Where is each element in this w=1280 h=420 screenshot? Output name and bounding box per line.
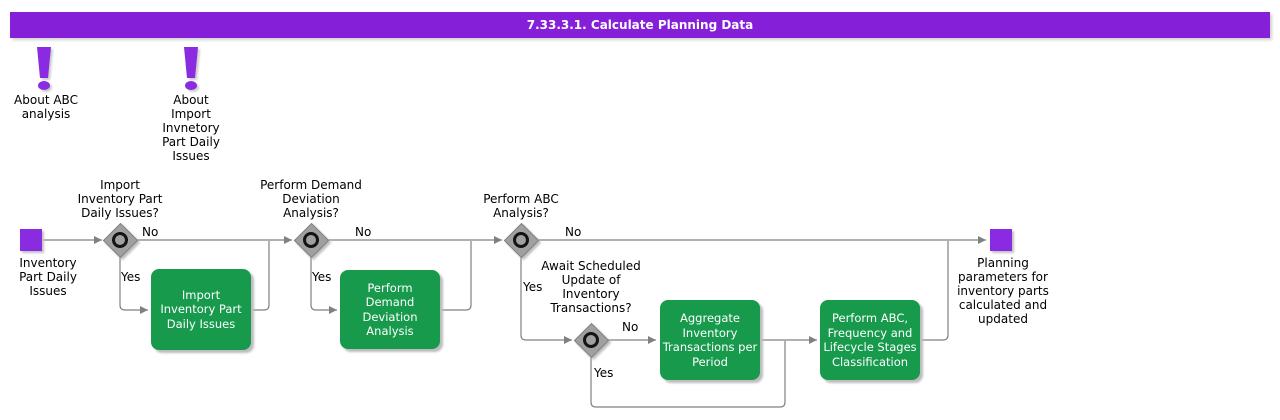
decision-2-no-label: No [355,225,372,239]
end-event-square [990,229,1012,251]
decision-4-yes-label: Yes [594,366,614,380]
start-event-square [20,229,42,251]
decision-1-no-label: No [142,225,159,239]
activity-label: Import Inventory Part Daily Issues [160,287,242,331]
diamond-ring-icon [303,232,319,248]
note-about-abc-analysis[interactable]: About ABC analysis [14,93,78,121]
diamond-ring-icon [583,332,599,348]
exclamation-icon[interactable] [183,47,199,91]
edge-a1-return [250,241,270,311]
diamond-ring-icon [112,232,128,248]
activity-label: Aggregate Inventory Transactions per Per… [662,311,758,369]
decision-4-diamond [573,322,610,359]
activity-abc-frequency-lifecycle-classification[interactable]: Perform ABC, Frequency and Lifecycle Sta… [820,300,920,380]
diagram-title: 7.33.3.1. Calculate Planning Data [526,18,754,32]
activity-import-inventory-part-daily-issues[interactable]: Import Inventory Part Daily Issues [151,269,251,350]
activity-aggregate-inventory-transactions[interactable]: Aggregate Inventory Transactions per Per… [660,300,760,380]
decision-4-no-label: No [622,320,639,334]
start-event-label: Inventory Part Daily Issues [19,256,77,298]
decision-2-question: Perform Demand Deviation Analysis? [260,178,362,220]
note-about-import-issues[interactable]: About Import Invnetory Part Daily Issues [162,93,220,163]
decision-3-yes-label: Yes [523,280,543,294]
decision-1-yes-label: Yes [121,270,141,284]
exclamation-icon[interactable] [36,47,52,91]
decision-2-diamond [293,222,330,259]
diamond-ring-icon [513,232,529,248]
edge-a2-return [440,241,472,311]
activity-perform-demand-deviation-analysis[interactable]: Perform Demand Deviation Analysis [340,270,440,349]
decision-1-question: Import Inventory Part Daily Issues? [77,178,163,220]
decision-1-diamond [102,222,139,259]
decision-3-diamond [503,222,540,259]
activity-label: Perform Demand Deviation Analysis [362,280,418,339]
decision-2-yes-label: Yes [312,270,332,284]
decision-4-question: Await Scheduled Update of Inventory Tran… [541,259,641,315]
activity-label: Perform ABC, Frequency and Lifecycle Sta… [823,311,917,369]
end-event-label: Planning parameters for inventory parts … [957,256,1049,326]
decision-3-no-label: No [565,225,582,239]
decision-3-question: Perform ABC Analysis? [483,192,559,220]
diagram-title-bar: 7.33.3.1. Calculate Planning Data [10,12,1270,38]
